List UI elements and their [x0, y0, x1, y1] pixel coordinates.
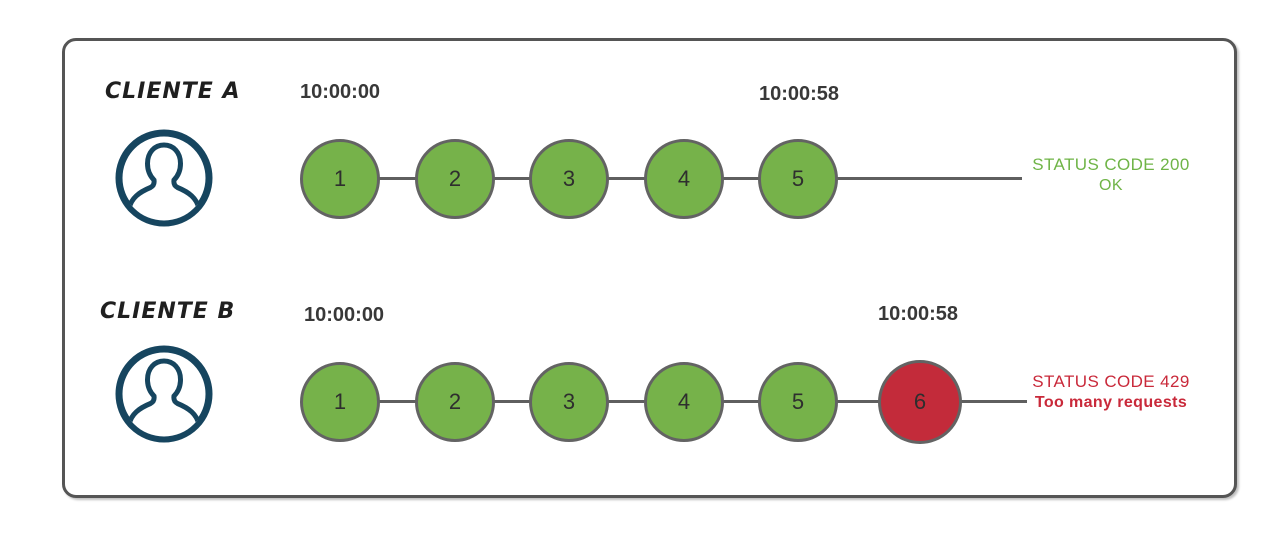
- status-detail-text: OK: [1099, 176, 1123, 194]
- start-timestamp: 10:00:00: [304, 304, 385, 326]
- client-b-label: CLIENTE B: [100, 299, 236, 324]
- request-circle-4: 4: [644, 362, 724, 442]
- status-code-text: STATUS CODE 429: [1032, 372, 1190, 391]
- request-circle-5: 5: [758, 362, 838, 442]
- status-detail-text: Too many requests: [1034, 393, 1188, 411]
- status-message: STATUS CODE 429 Too many requests: [1026, 372, 1196, 412]
- request-circle-1: 1: [300, 139, 380, 219]
- request-circle-2: 2: [415, 139, 495, 219]
- user-avatar-icon: [115, 129, 213, 227]
- request-circle-5: 5: [758, 139, 838, 219]
- request-circle-3: 3: [529, 139, 609, 219]
- request-circle-4: 4: [644, 139, 724, 219]
- request-circle-1: 1: [300, 362, 380, 442]
- client-a-label: CLIENTE A: [105, 79, 241, 104]
- end-timestamp: 10:00:58: [877, 303, 959, 325]
- request-circle-6: 6: [878, 360, 962, 444]
- start-timestamp: 10:00:00: [300, 81, 381, 103]
- request-circle-3: 3: [529, 362, 609, 442]
- diagram-frame: [62, 38, 1237, 498]
- status-code-text: STATUS CODE 200: [1032, 155, 1190, 174]
- end-timestamp: 10:00:58: [758, 83, 840, 105]
- status-message: STATUS CODE 200 OK: [1026, 155, 1196, 195]
- request-circle-2: 2: [415, 362, 495, 442]
- user-avatar-icon: [115, 345, 213, 443]
